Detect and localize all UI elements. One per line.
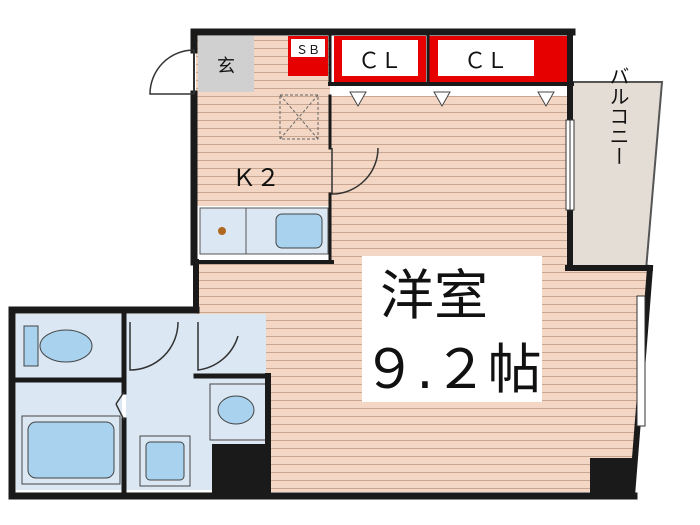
bath-door (115, 391, 125, 421)
fridge-space (279, 94, 319, 140)
washing-machine-drain (145, 441, 185, 481)
washbasin (217, 395, 255, 425)
toilet-tank (23, 325, 39, 367)
shoe-box-label: ＳＢ (296, 43, 320, 57)
kitchen-label: Ｋ２ (232, 164, 280, 192)
balcony-label: バルコニー (606, 66, 630, 166)
closet-1-label: ＣＬ (358, 49, 402, 74)
room-door (331, 147, 379, 195)
shoe-box-label-bg (291, 39, 325, 57)
closet-1-label-bg (342, 40, 418, 76)
bathtub-inner (27, 421, 115, 479)
western-room-label-bg (362, 256, 542, 402)
western-room-name: 洋室 (380, 264, 488, 327)
toilet-bowl (39, 329, 93, 363)
closet-door-mark (349, 91, 367, 108)
genkan-floor (198, 36, 254, 92)
pillar (212, 444, 268, 494)
pillar (590, 458, 634, 496)
stove-burner (218, 227, 226, 235)
western-room-size: ９.２帖 (362, 338, 541, 401)
washroom-door (197, 322, 239, 371)
genkan-label: 玄 (217, 56, 235, 77)
kitchen-sink (275, 213, 323, 249)
closet-door-mark (433, 91, 451, 108)
toilet-door (129, 321, 179, 371)
walls (8, 28, 654, 500)
closet-2-label: ＣＬ (464, 49, 508, 74)
closet-2-label-bg (438, 40, 534, 76)
entrance-door (149, 49, 195, 95)
window (636, 295, 646, 427)
closet-door-mark (537, 91, 555, 108)
